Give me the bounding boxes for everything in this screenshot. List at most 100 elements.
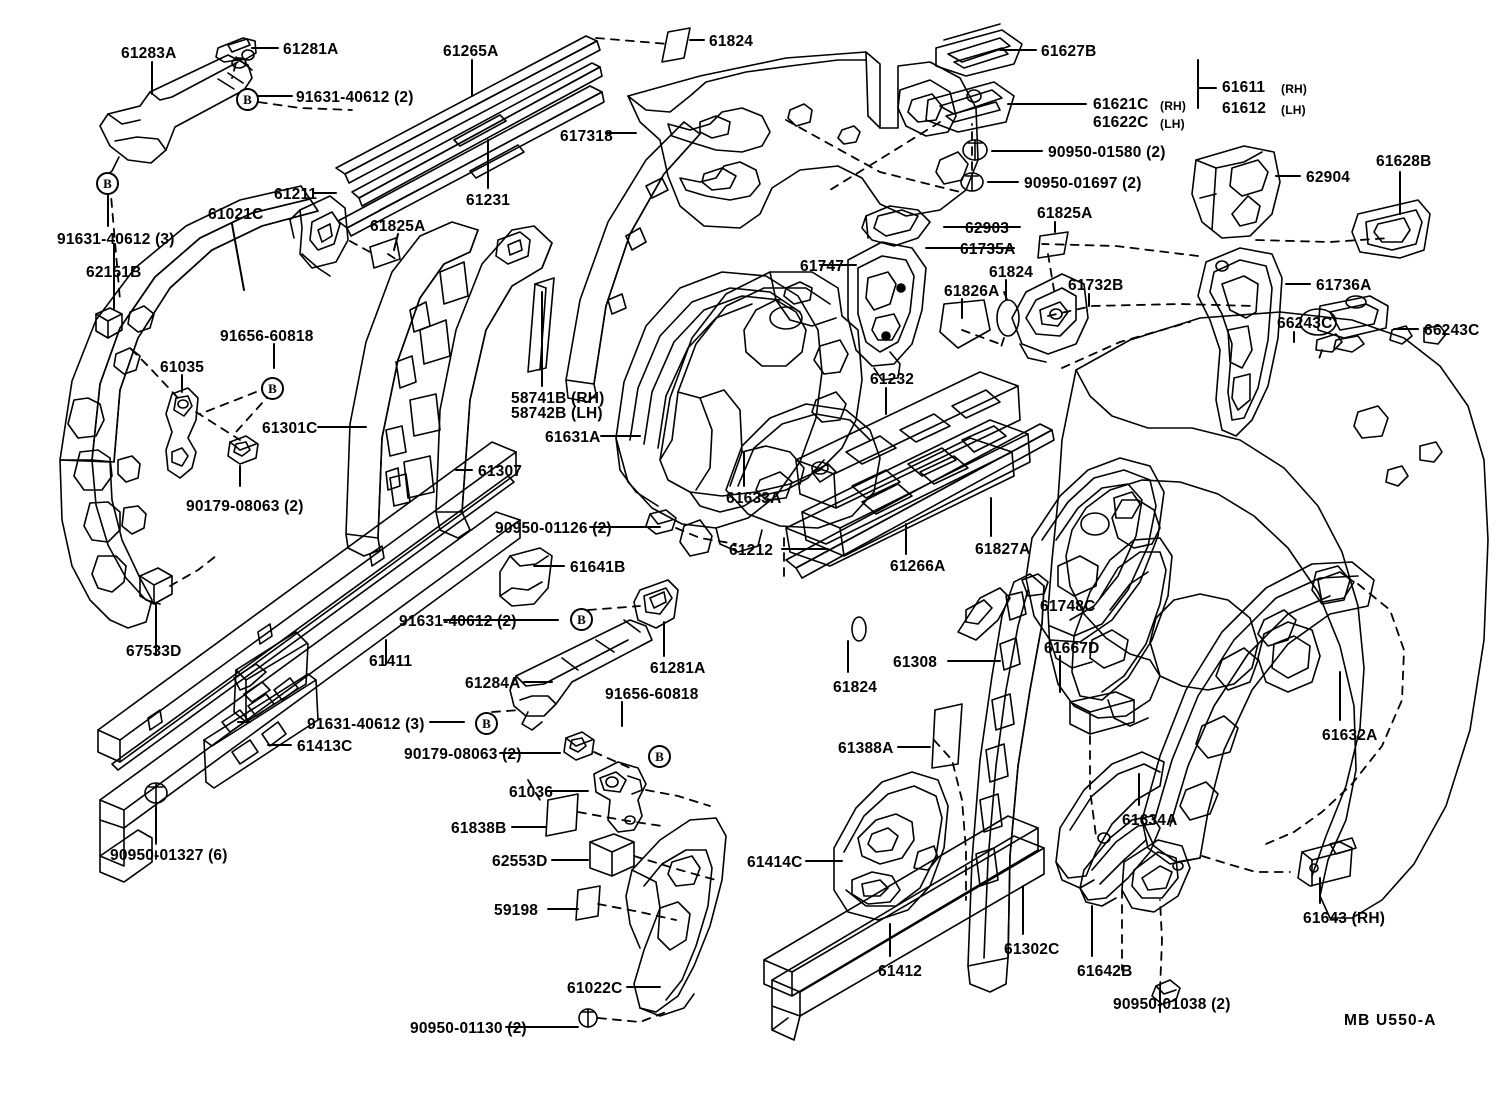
part-label-61825a[interactable]: 61825A	[370, 218, 426, 235]
part-61627B	[935, 23, 1023, 77]
part-label-66243c[interactable]: 66243C	[1424, 322, 1480, 339]
part-label-61413c[interactable]: 61413C	[297, 738, 353, 755]
part-label-61667d[interactable]: 61667D	[1044, 640, 1100, 657]
part-label-61622c[interactable]: 61622C	[1093, 114, 1149, 131]
part-61827A	[1025, 457, 1165, 669]
part-label-61211[interactable]: 61211	[274, 186, 318, 203]
part-61824-top	[661, 27, 691, 63]
part-label-61641b[interactable]: 61641B	[570, 559, 626, 576]
part-label-61736a[interactable]: 61736A	[1316, 277, 1372, 294]
part-label-rh[interactable]: (RH)	[1281, 82, 1308, 96]
part-label-59198[interactable]: 59198	[494, 902, 539, 919]
part-label-61388a[interactable]: 61388A	[838, 740, 894, 757]
part-label-61824[interactable]: 61824	[833, 679, 878, 696]
part-label-61632a[interactable]: 61632A	[1322, 727, 1378, 744]
part-label-61825a[interactable]: 61825A	[1037, 205, 1093, 222]
part-label-61612[interactable]: 61612	[1222, 100, 1267, 117]
part-61412	[763, 815, 1045, 1041]
part-label-617318[interactable]: 617318	[560, 128, 613, 145]
part-label-66243c[interactable]: 66243C	[1277, 315, 1333, 332]
part-label-61411[interactable]: 61411	[369, 653, 413, 670]
part-62151B	[95, 307, 123, 339]
part-label-58741b-rh[interactable]: 58741B (RH)	[511, 390, 605, 407]
part-label-61283a[interactable]: 61283A	[121, 45, 177, 62]
part-61411-end	[233, 631, 309, 723]
part-label-61824[interactable]: 61824	[989, 264, 1034, 281]
part-label-61036[interactable]: 61036	[509, 784, 554, 801]
part-61232	[795, 371, 1021, 509]
part-label-61412[interactable]: 61412	[878, 963, 923, 980]
part-label-rh[interactable]: (RH)	[1160, 99, 1187, 113]
bolt-marker-icon: B	[475, 712, 498, 735]
part-label-61232[interactable]: 61232	[870, 371, 915, 388]
part-label-91631-40612-2[interactable]: 91631-40612 (2)	[399, 613, 517, 630]
part-label-90950-01130-2[interactable]: 90950-01130 (2)	[410, 1020, 527, 1037]
part-label-61265a[interactable]: 61265A	[443, 43, 499, 60]
part-59198	[575, 885, 601, 921]
part-label-61838b[interactable]: 61838B	[451, 820, 507, 837]
part-label-61642b[interactable]: 61642B	[1077, 963, 1133, 980]
part-label-61621c[interactable]: 61621C	[1093, 96, 1149, 113]
part-61212	[785, 423, 1055, 579]
part-label-90179-08063-2[interactable]: 90179-08063 (2)	[186, 498, 304, 515]
part-label-91631-40612-3[interactable]: 91631-40612 (3)	[307, 716, 425, 733]
part-label-61748c[interactable]: 61748C	[1040, 598, 1096, 615]
part-label-61611[interactable]: 61611	[1222, 79, 1266, 96]
part-label-90950-01126-2[interactable]: 90950-01126 (2)	[495, 520, 612, 537]
part-label-62553d[interactable]: 62553D	[492, 853, 548, 870]
part-label-61747[interactable]: 61747	[800, 258, 845, 275]
part-label-90950-01580-2[interactable]: 90950-01580 (2)	[1048, 144, 1166, 161]
part-label-90179-08063-2[interactable]: 90179-08063 (2)	[404, 746, 522, 763]
part-label-61284a[interactable]: 61284A	[465, 675, 521, 692]
part-label-61231[interactable]: 61231	[466, 192, 511, 209]
part-61824-lower	[851, 616, 867, 642]
part-label-lh[interactable]: (LH)	[1281, 103, 1306, 117]
part-label-61212[interactable]: 61212	[729, 542, 774, 559]
part-label-91631-40612-3[interactable]: 91631-40612 (3)	[57, 231, 175, 248]
part-label-61634a[interactable]: 61634A	[1122, 812, 1178, 829]
part-label-62151b[interactable]: 62151B	[86, 264, 142, 281]
part-label-90950-01697-2[interactable]: 90950-01697 (2)	[1024, 175, 1142, 192]
part-61307	[385, 225, 553, 539]
part-label-61732b[interactable]: 61732B	[1068, 277, 1124, 294]
part-label-61308[interactable]: 61308	[893, 654, 938, 671]
part-label-61021c[interactable]: 61021C	[208, 206, 264, 223]
part-61281A-lower	[633, 579, 679, 629]
part-label-61035[interactable]: 61035	[160, 359, 205, 376]
part-label-91631-40612-2[interactable]: 91631-40612 (2)	[296, 89, 414, 106]
part-label-67533d[interactable]: 67533D	[126, 643, 182, 660]
part-label-lh[interactable]: (LH)	[1160, 117, 1185, 131]
part-label-61633a[interactable]: 61633A	[726, 490, 782, 507]
part-label-90950-01038-2[interactable]: 90950-01038 (2)	[1113, 996, 1231, 1013]
part-label-61824[interactable]: 61824	[709, 33, 754, 50]
part-label-90950-01327-6[interactable]: 90950-01327 (6)	[110, 847, 228, 864]
part-label-61735a[interactable]: 61735A	[960, 241, 1016, 258]
part-61748C	[1071, 537, 1173, 727]
part-label-61827a[interactable]: 61827A	[975, 541, 1031, 558]
part-label-62904[interactable]: 62904	[1306, 169, 1351, 186]
part-label-61826a[interactable]: 61826A	[944, 283, 1000, 300]
part-label-61301c[interactable]: 61301C	[262, 420, 318, 437]
part-label-61414c[interactable]: 61414C	[747, 854, 803, 871]
part-label-91656-60818[interactable]: 91656-60818	[605, 686, 699, 703]
part-label-62903[interactable]: 62903	[965, 220, 1010, 237]
part-label-61302c[interactable]: 61302C	[1004, 941, 1060, 958]
part-label-61281a[interactable]: 61281A	[283, 41, 339, 58]
part-61641B	[499, 547, 553, 607]
part-label-61643-rh[interactable]: 61643 (RH)	[1303, 910, 1386, 927]
part-label-61627b[interactable]: 61627B	[1041, 43, 1097, 60]
part-90950-01130	[578, 1008, 598, 1028]
part-label-61022c[interactable]: 61022C	[567, 980, 623, 997]
part-61735A	[847, 241, 927, 381]
part-label-61631a[interactable]: 61631A	[545, 429, 601, 446]
part-61265A	[335, 35, 603, 207]
part-label-61628b[interactable]: 61628B	[1376, 153, 1432, 170]
part-label-58742b-lh[interactable]: 58742B (LH)	[511, 405, 603, 422]
part-61732B	[1011, 273, 1089, 363]
part-label-61281a[interactable]: 61281A	[650, 660, 706, 677]
part-66243C-body-outer	[1047, 308, 1489, 919]
part-label-91656-60818[interactable]: 91656-60818	[220, 328, 314, 345]
part-61036	[593, 761, 647, 833]
part-label-61266a[interactable]: 61266A	[890, 558, 946, 575]
part-label-61307[interactable]: 61307	[478, 463, 523, 480]
